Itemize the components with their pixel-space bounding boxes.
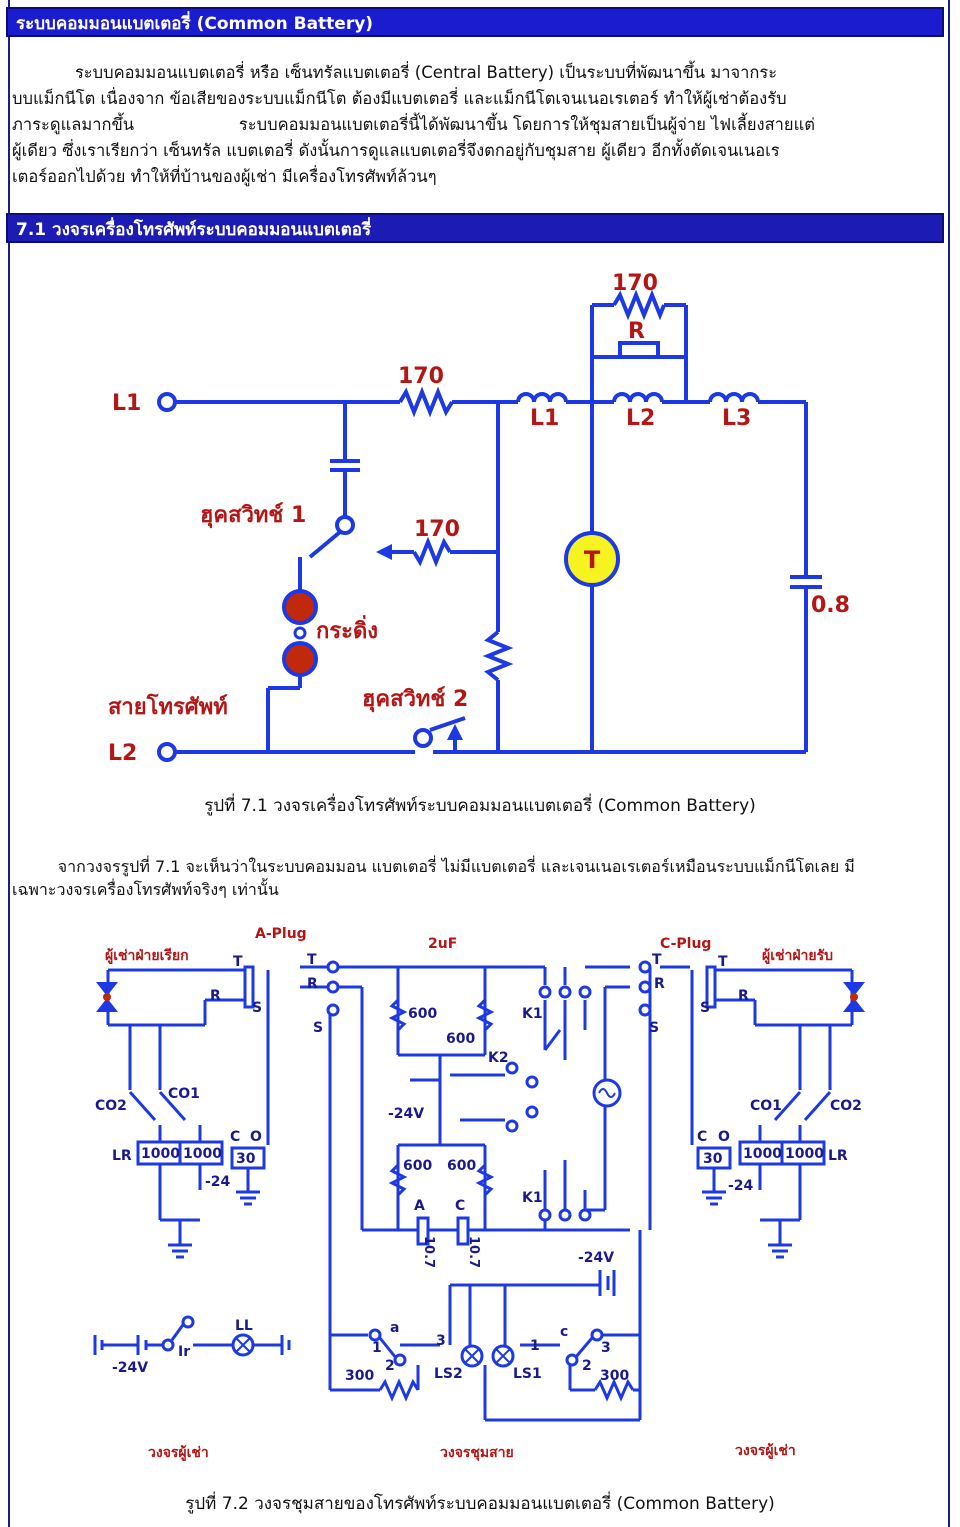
o-left-label: O: [250, 1129, 262, 1145]
switch-1-left: 1: [372, 1340, 382, 1356]
switch-2-right: 2: [582, 1358, 592, 1374]
c-plug-label: C-Plug: [660, 936, 711, 952]
ls2-label: LS2: [434, 1366, 463, 1382]
cap-value-left: 10.7: [421, 1236, 436, 1268]
explanation-paragraph: จากวงจรรูปที่ 7.1 จะเห็นว่าในระบบคอมมอน …: [12, 855, 942, 901]
figure-7-1-caption: รูปที่ 7.1 วงจรเครื่องโทรศัพท์ระบบคอมมอน…: [204, 796, 756, 816]
r1000-left-a: 1000: [141, 1146, 180, 1162]
r30-left: 30: [236, 1151, 256, 1167]
right-s-label: S: [700, 1000, 710, 1016]
coil-l2-label: L2: [626, 406, 655, 431]
switch-c-label: c: [560, 1324, 568, 1340]
switch-a-label: a: [390, 1320, 399, 1336]
a-plug-label: A-Plug: [255, 926, 307, 942]
bell-label: กระดิ่ง: [316, 614, 378, 644]
intro-line: บบแม็กนีโต เนื่องจาก ข้อเสียของระบบแม็กน…: [12, 89, 787, 108]
co2-left-label: CO2: [95, 1098, 127, 1114]
resistor-170-top-label: 170: [398, 364, 444, 389]
hook-switch-2-label: ฮุคสวิทช์ 2: [362, 686, 468, 713]
a-plug-r-label: R: [307, 976, 318, 992]
o-right-label: O: [718, 1129, 730, 1145]
intro-paragraph: ระบบคอมมอนแบตเตอรี่ หรือ เซ็นทรัลแบตเตอร…: [12, 60, 942, 190]
callee-label: ผู้เช่าฝ่ายรับ: [762, 948, 833, 964]
exchange-label: วงจรชุมสาย: [440, 1445, 514, 1461]
page-frame: [8, 0, 950, 1527]
switch-3-left: 3: [436, 1333, 446, 1349]
phone-line-label: สายโทรศัพท์: [108, 693, 228, 720]
a-plug-s-label: S: [313, 1020, 323, 1036]
lr-left-label: LR: [112, 1148, 132, 1164]
right-t-label: T: [718, 954, 728, 970]
left-t-label: T: [233, 954, 243, 970]
lr-right-label: LR: [828, 1148, 848, 1164]
capacitor-value-label: 0.8: [811, 593, 850, 618]
c-right-label: C: [697, 1129, 707, 1145]
co1-left-label: CO1: [168, 1086, 200, 1102]
cap-c-label: C: [455, 1198, 465, 1214]
resistor-170-mid-label: 170: [414, 517, 460, 542]
k1-label: K1: [522, 1006, 543, 1022]
hook-switch-1-label: ฮุคสวิทช์ 1: [200, 502, 306, 529]
right-r-label: R: [738, 988, 749, 1004]
l1-terminal-label: L1: [112, 391, 141, 416]
intro-line: เตอร์ออกไปด้วย ทำให้ที่บ้านของผู้เช่า มี…: [12, 167, 437, 186]
c-plug-s-label: S: [649, 1020, 659, 1036]
k1b-label: K1: [522, 1190, 543, 1206]
r600c-label: 600: [403, 1158, 432, 1174]
ll-label: LL: [235, 1318, 253, 1334]
co2-right-label: CO2: [830, 1098, 862, 1114]
cap-2uf-label: 2uF: [428, 936, 457, 952]
r-label: R: [628, 319, 645, 344]
minus24-bottom-label: -24V: [578, 1250, 614, 1266]
left-r-label: R: [210, 988, 221, 1004]
section-heading-common-battery: ระบบคอมมอนแบตเตอรี่ (Common Battery): [6, 7, 944, 37]
c-plug-t-label: T: [652, 952, 662, 968]
minus24-right-sub: -24: [728, 1178, 754, 1194]
a-plug-t-label: T: [307, 952, 317, 968]
intro-line: ระบบคอมมอนแบตเตอรี่ หรือ เซ็นทรัลแบตเตอร…: [12, 63, 778, 82]
section-heading-7-1: 7.1 วงจรเครื่องโทรศัพท์ระบบคอมมอนแบตเตอร…: [6, 213, 944, 243]
r1000-right-b: 1000: [785, 1146, 824, 1162]
r300-left: 300: [345, 1368, 374, 1384]
caller-label: ผู้เช่าฝ่ายเรียก: [105, 948, 189, 964]
figure-7-2-caption: รูปที่ 7.2 วงจรชุมสายของโทรศัพท์ระบบคอมม…: [185, 1494, 775, 1514]
r1000-right-a: 1000: [743, 1146, 782, 1162]
minus24-lamp-label: -24V: [112, 1360, 148, 1376]
r600a-label: 600: [408, 1006, 437, 1022]
t-label: T: [584, 546, 601, 574]
l2-terminal-label: L2: [108, 741, 137, 766]
minus24-left-sub: -24: [205, 1174, 231, 1190]
figure-7-2-exchange-circuit: A-Plug C-Plug ผู้เช่าฝ่ายเรียก ผู้เช่าฝ่…: [93, 926, 865, 1461]
switch-3-right: 3: [601, 1340, 611, 1356]
resistor-170-right-label: 170: [612, 271, 658, 296]
r600d-label: 600: [447, 1158, 476, 1174]
switch-2-left: 2: [385, 1358, 395, 1374]
explanation-line: เฉพาะวงจรเครื่องโทรศัพท์จริงๆ เท่านั้น: [12, 880, 279, 899]
ir-label: Ir: [178, 1344, 190, 1360]
coil-l1-label: L1: [530, 406, 559, 431]
minus24-mid-label: -24V: [388, 1106, 424, 1122]
subscriber-right-label: วงจรผู้เช่า: [735, 1443, 796, 1459]
cap-a-label: A: [414, 1198, 425, 1214]
r30-right: 30: [703, 1151, 723, 1167]
cap-value-right: 10.7: [466, 1236, 481, 1268]
co1-right-label: CO1: [750, 1098, 782, 1114]
left-s-label: S: [252, 1000, 262, 1016]
ls1-label: LS1: [513, 1366, 542, 1382]
explanation-line: จากวงจรรูปที่ 7.1 จะเห็นว่าในระบบคอมมอน …: [12, 857, 855, 876]
intro-line: ภาระดูแลมากขึ้น ระบบคอมมอนแบตเตอรี่นี้ได…: [12, 115, 815, 134]
k2-label: K2: [488, 1050, 509, 1066]
intro-line: ผู้เดียว ซึ่งเราเรียกว่า เซ็นทรัล แบตเตอ…: [12, 141, 780, 160]
r300-right: 300: [600, 1368, 629, 1384]
figure-7-1-circuit: T L1 L2 170 170 170 R L1 L2 L3 0.8 ฮุคสว…: [108, 271, 850, 766]
r1000-left-b: 1000: [183, 1146, 222, 1162]
subscriber-left-label: วงจรผู้เช่า: [148, 1445, 209, 1461]
r600b-label: 600: [446, 1031, 475, 1047]
coil-l3-label: L3: [722, 406, 751, 431]
switch-1-right: 1: [530, 1338, 540, 1354]
c-left-label: C: [230, 1129, 240, 1145]
c-plug-r-label: R: [654, 976, 665, 992]
